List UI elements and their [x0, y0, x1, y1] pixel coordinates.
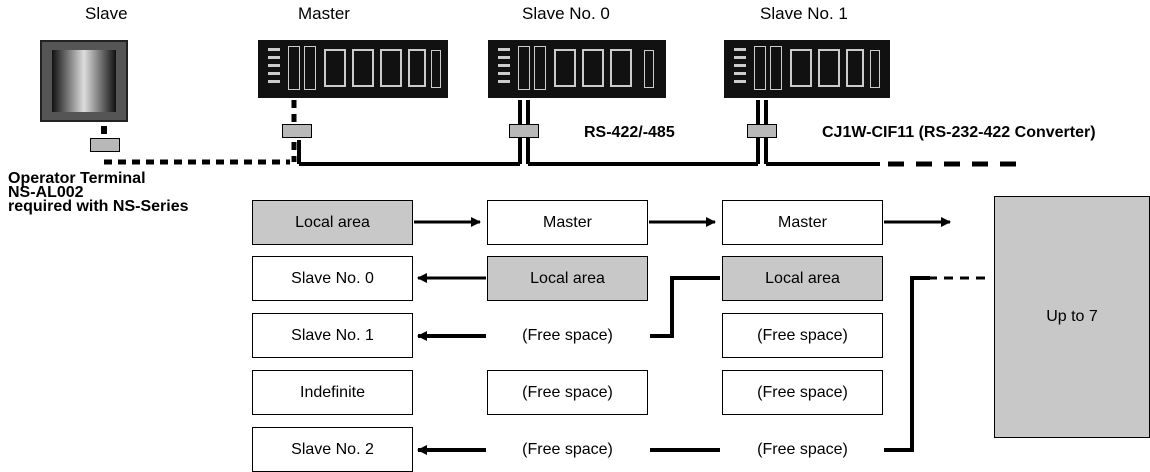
master-area-row1: Slave No. 0: [252, 256, 413, 301]
cell-text: (Free space): [757, 383, 848, 401]
up-to-7-label: Up to 7: [1046, 308, 1098, 325]
cell-text: Master: [543, 213, 592, 231]
slave1-device-label: Slave No. 1: [760, 4, 848, 23]
terminal-cable-icon: [101, 126, 107, 134]
cell-text: Slave No. 0: [291, 269, 374, 287]
slave0-area-row2: (Free space): [487, 313, 648, 358]
cell-text: Master: [778, 213, 827, 231]
cell-text: Indefinite: [300, 383, 365, 401]
cell-text: Local area: [765, 269, 840, 287]
terminal-adapter-icon: [90, 138, 120, 152]
cell-text: (Free space): [757, 440, 848, 458]
slave0-area-row1: Local area: [487, 256, 648, 301]
slave0-device-label: Slave No. 0: [522, 4, 610, 23]
converter-label: CJ1W-CIF11 (RS-232-422 Converter): [822, 124, 1096, 141]
slave1-area-row2: (Free space): [722, 313, 883, 358]
master-adapter-icon: [282, 124, 312, 138]
cell-text: (Free space): [757, 326, 848, 344]
slave1-area-row3: (Free space): [722, 370, 883, 415]
slave0-adapter-icon: [509, 124, 539, 138]
slave0-area-row3: (Free space): [487, 370, 648, 415]
cell-text: (Free space): [522, 326, 613, 344]
slave1-area-row4: (Free space): [722, 427, 883, 472]
cell-text: Slave No. 1: [291, 326, 374, 344]
route-slave2: [884, 276, 930, 452]
master-plc-icon: [258, 40, 448, 98]
operator-note-line2: NS-AL002: [8, 184, 84, 201]
master-device-label: Master: [298, 4, 350, 23]
cell-text: Local area: [530, 269, 605, 287]
slave0-area-row4: (Free space): [487, 427, 648, 472]
slave0-area-row0: Master: [487, 200, 648, 245]
slave1-plc-icon: [724, 40, 890, 98]
route-slave1-local: [650, 276, 720, 338]
cell-text: Slave No. 2: [291, 440, 374, 458]
slave1-area-row0: Master: [722, 200, 883, 245]
operator-note-line3: required with NS-Series: [8, 198, 189, 215]
cell-text: Local area: [295, 213, 370, 231]
slave1-adapter-icon: [747, 124, 777, 138]
slave-device-label: Slave: [85, 4, 128, 23]
cell-text: (Free space): [522, 383, 613, 401]
rs-interface-label: RS-422/-485: [584, 124, 675, 141]
master-area-row0: Local area: [252, 200, 413, 245]
master-area-row2: Slave No. 1: [252, 313, 413, 358]
operator-terminal-note: Operator Terminal NS-AL002 required with…: [8, 170, 189, 215]
cell-text: (Free space): [522, 440, 613, 458]
slave1-area-row1: Local area: [722, 256, 883, 301]
master-area-row4: Slave No. 2: [252, 427, 413, 472]
up-to-7-box: Up to 7: [994, 196, 1150, 438]
operator-terminal-icon: [40, 40, 128, 122]
master-area-row3: Indefinite: [252, 370, 413, 415]
operator-note-line1: Operator Terminal: [8, 170, 146, 187]
slave0-plc-icon: [488, 40, 666, 98]
